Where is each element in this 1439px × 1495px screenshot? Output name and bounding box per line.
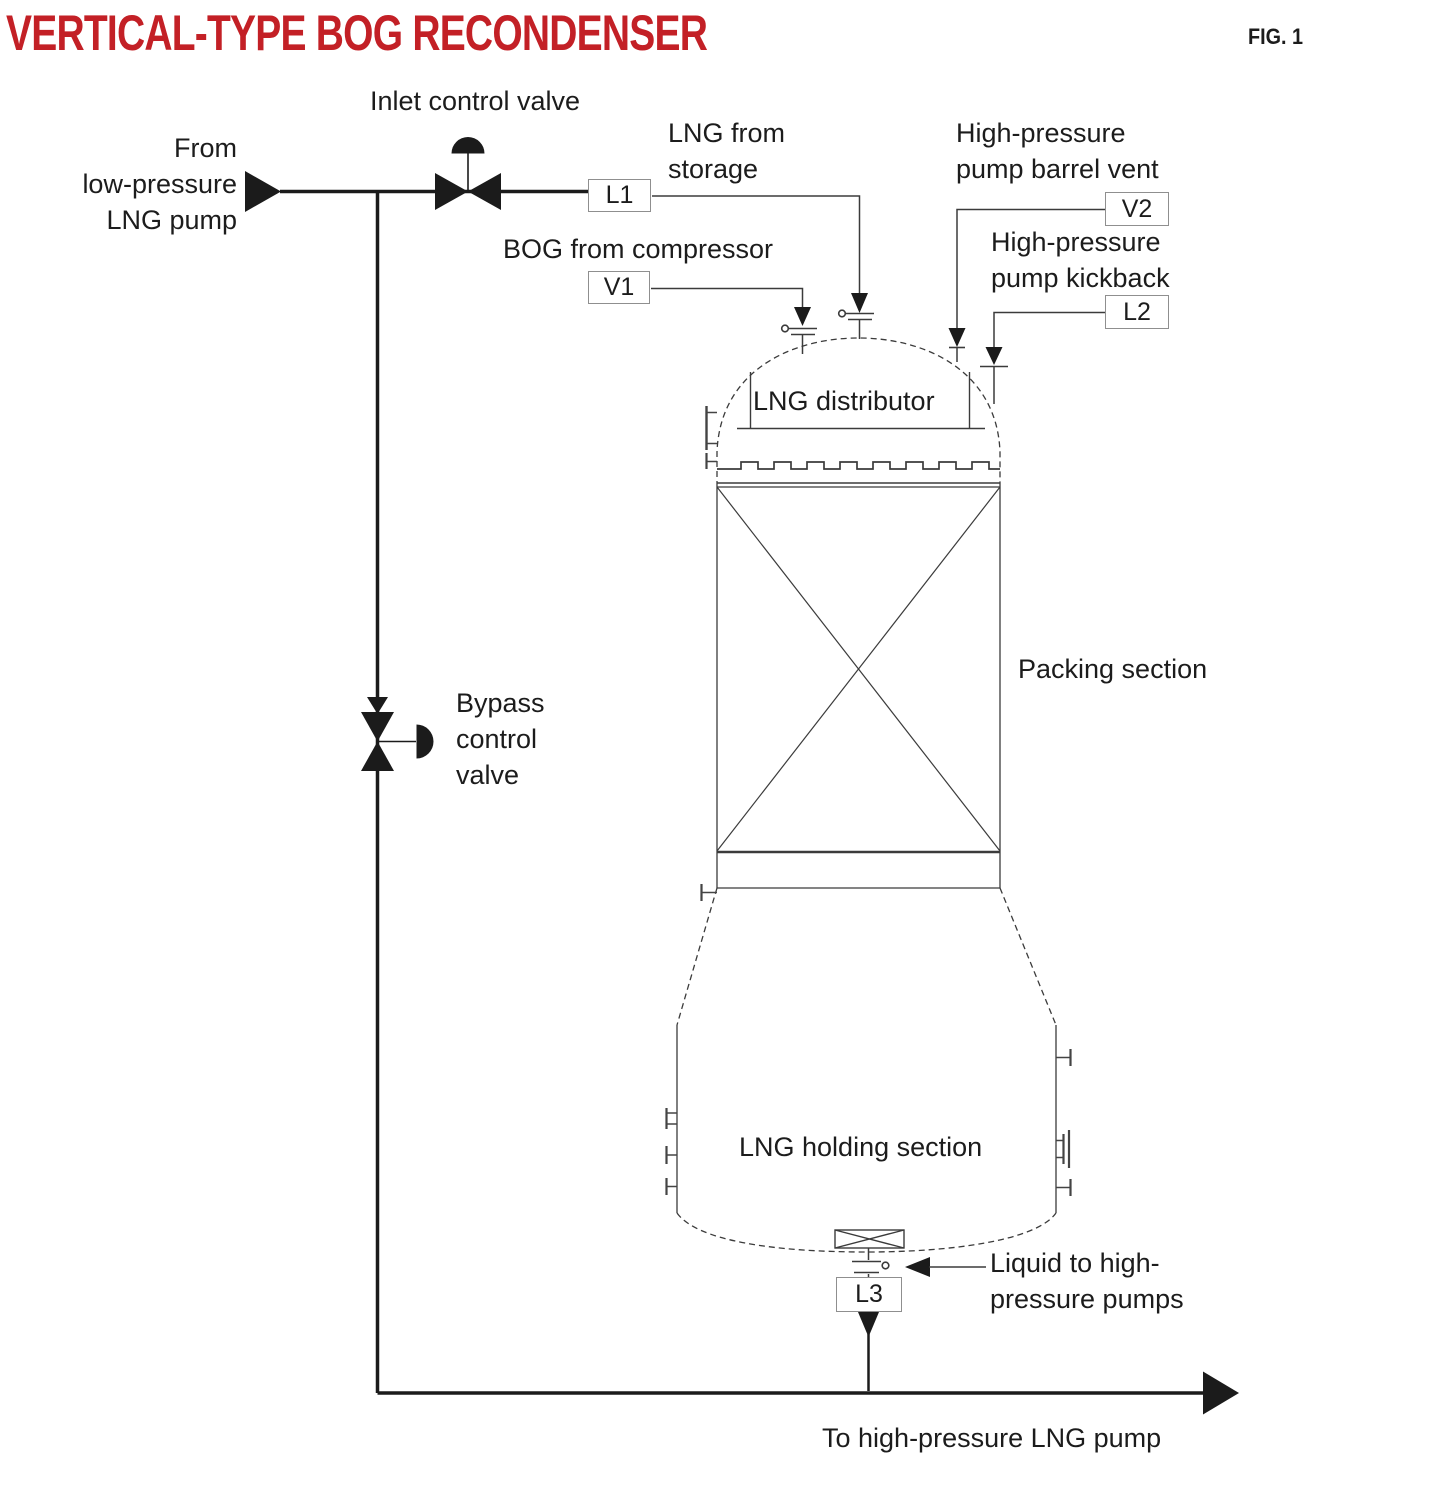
vessel-shell — [676, 337, 1057, 1253]
valve-body-right — [468, 173, 501, 210]
nozzle-stubs — [665, 406, 1072, 1196]
bottom-head-outline — [676, 1212, 1057, 1253]
from-low-pressure-pump-label: From low-pressure LNG pump — [82, 133, 237, 235]
bypass-control-valve-label: Bypass control valve — [456, 688, 545, 790]
hp-pump-barrel-vent-label: High-pressure pump barrel vent — [956, 118, 1159, 184]
v2-nozzle-arrow-icon — [948, 328, 966, 347]
holding-right-nozzle-upper — [1056, 1049, 1072, 1066]
valve-body-bottom — [361, 741, 394, 771]
l3-down-arrow-icon — [858, 1312, 879, 1337]
figure-number: FIG. 1 — [1248, 24, 1304, 49]
holding-right-nozzle-lower — [1056, 1179, 1072, 1196]
l1-route — [652, 195, 861, 293]
v1-fitting-icon — [780, 324, 817, 336]
band-left-nozzle — [700, 884, 717, 901]
bypass-control-valve-icon — [361, 712, 434, 771]
pipe-fittings — [780, 309, 1008, 1274]
packing-section-label: Packing section — [1018, 654, 1208, 684]
flow-arrows — [245, 171, 1239, 1415]
packing-diagonal-2 — [716, 486, 1001, 852]
l1-nozzle-arrow-icon — [851, 293, 868, 313]
l3-fitting-icon — [852, 1260, 890, 1274]
tag-v1: V1 — [588, 271, 650, 304]
lng-distributor-internals — [737, 372, 985, 430]
tag-l2: L2 — [1105, 295, 1169, 329]
v1-route — [651, 287, 804, 307]
cone-left — [676, 887, 718, 1026]
to-hp-pump-label: To high-pressure LNG pump — [822, 1423, 1162, 1453]
inlet-control-valve-icon — [435, 137, 501, 210]
tag-v2: V2 — [1105, 192, 1169, 226]
dome-small-nozzle — [705, 453, 717, 469]
holding-right-flange — [1056, 1130, 1071, 1168]
vortex-breaker-box — [834, 1229, 905, 1249]
v1-nozzle-arrow-icon — [794, 307, 811, 326]
hp-pump-kickback-label: High-pressure pump kickback — [991, 227, 1170, 293]
l2-route — [993, 311, 1106, 347]
lng-holding-section-label: LNG holding section — [739, 1132, 983, 1162]
cone-right — [999, 887, 1057, 1026]
holding-left-nozzle-3 — [665, 1178, 677, 1195]
tag-l3: L3 — [836, 1277, 902, 1312]
liquid-left-arrow-icon — [905, 1257, 930, 1277]
liquid-to-hp-pumps-label: Liquid to high- pressure pumps — [990, 1248, 1184, 1314]
castellated-tray — [717, 461, 1000, 470]
page-title: VERTICAL-TYPE BOG RECONDENSER — [6, 5, 708, 61]
bypass-down-arrow-icon — [367, 697, 388, 714]
valve-actuator-dome — [451, 137, 485, 154]
packing-section-box — [716, 486, 1001, 889]
l1-fitting-icon — [837, 309, 874, 321]
l2-nozzle-arrow-icon — [985, 347, 1003, 365]
outlet-arrow-icon — [1203, 1371, 1239, 1415]
top-dome-outline — [716, 337, 1001, 487]
valve-body-top — [361, 712, 394, 742]
lng-from-storage-label: LNG from storage — [668, 118, 786, 184]
tag-l1: L1 — [588, 179, 651, 212]
holding-left-nozzle-2 — [665, 1146, 677, 1164]
v2-route — [956, 208, 1106, 328]
holding-left-nozzle-1 — [665, 1108, 677, 1129]
lng-distributor-label: LNG distributor — [753, 386, 935, 416]
process-lines — [280, 189, 1203, 1395]
valve-actuator-dome — [416, 724, 434, 759]
inlet-control-valve-label: Inlet control valve — [369, 86, 581, 116]
branch-lines — [651, 195, 1106, 1278]
inlet-arrow-icon — [245, 171, 281, 212]
bog-from-compressor-label: BOG from compressor — [503, 234, 774, 264]
dome-manway-nozzle — [705, 406, 717, 450]
valve-body-left — [435, 173, 468, 210]
